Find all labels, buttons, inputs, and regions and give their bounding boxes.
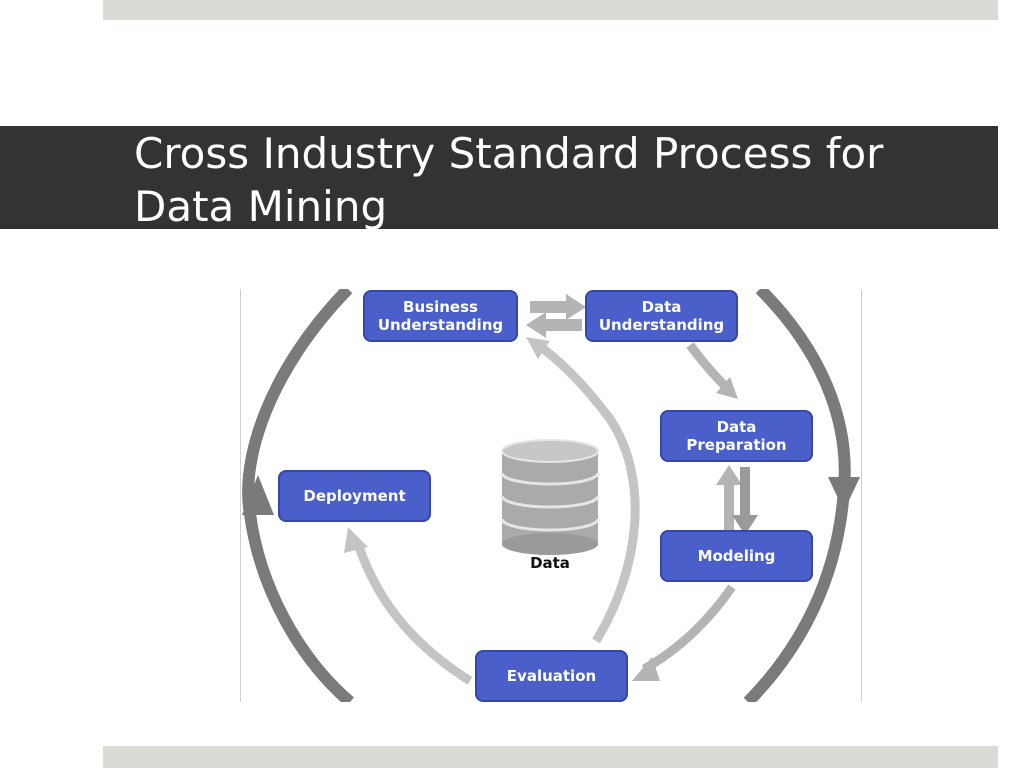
node-modeling: Modeling [660, 530, 813, 582]
node-business-line2: Understanding [377, 316, 504, 334]
arrow-business-to-data-understanding [530, 294, 586, 320]
outer-cycle-arrowhead-down [828, 477, 860, 511]
arrow-evaluation-to-business [535, 341, 640, 644]
node-business-understanding: Business Understanding [363, 290, 518, 342]
arrow-understanding-to-preparation [686, 342, 728, 389]
database-icon [500, 439, 600, 555]
node-business-line1: Business [403, 298, 478, 316]
node-data-preparation-line2: Preparation [686, 436, 787, 454]
node-evaluation: Evaluation [475, 650, 628, 702]
node-data-preparation-line1: Data [716, 418, 757, 436]
title-line-1: Cross Industry Standard Process for [134, 129, 884, 178]
arrow-data-understanding-to-business [526, 312, 582, 338]
node-data-understanding-line2: Understanding [598, 316, 725, 334]
node-deployment: Deployment [278, 470, 431, 522]
arrow-modeling-to-evaluation [641, 584, 736, 673]
arrow-evaluation-to-deployment [353, 542, 473, 685]
outer-cycle-arrowhead-up [242, 475, 274, 515]
node-data-understanding-line1: Data [641, 298, 682, 316]
title-line-2: Data Mining [134, 182, 388, 230]
diagram-right-border [861, 289, 862, 702]
arrow-modeling-to-preparation [716, 465, 742, 533]
node-deployment-label: Deployment [303, 487, 406, 505]
top-band [103, 0, 998, 20]
title-bar [0, 126, 998, 229]
node-evaluation-label: Evaluation [506, 667, 597, 685]
arrow-preparation-to-modeling [732, 467, 758, 535]
node-data-understanding: Data Understanding [585, 290, 738, 342]
diagram-left-border [240, 289, 241, 702]
database-label: Data [530, 554, 570, 572]
outer-cycle-arc-right [743, 289, 851, 702]
cycle-arrows [242, 289, 860, 702]
bottom-band [103, 746, 998, 768]
node-modeling-label: Modeling [697, 547, 776, 565]
crisp-dm-diagram: Business Understanding Data Understandin… [240, 289, 862, 702]
node-data-preparation: Data Preparation [660, 410, 813, 462]
